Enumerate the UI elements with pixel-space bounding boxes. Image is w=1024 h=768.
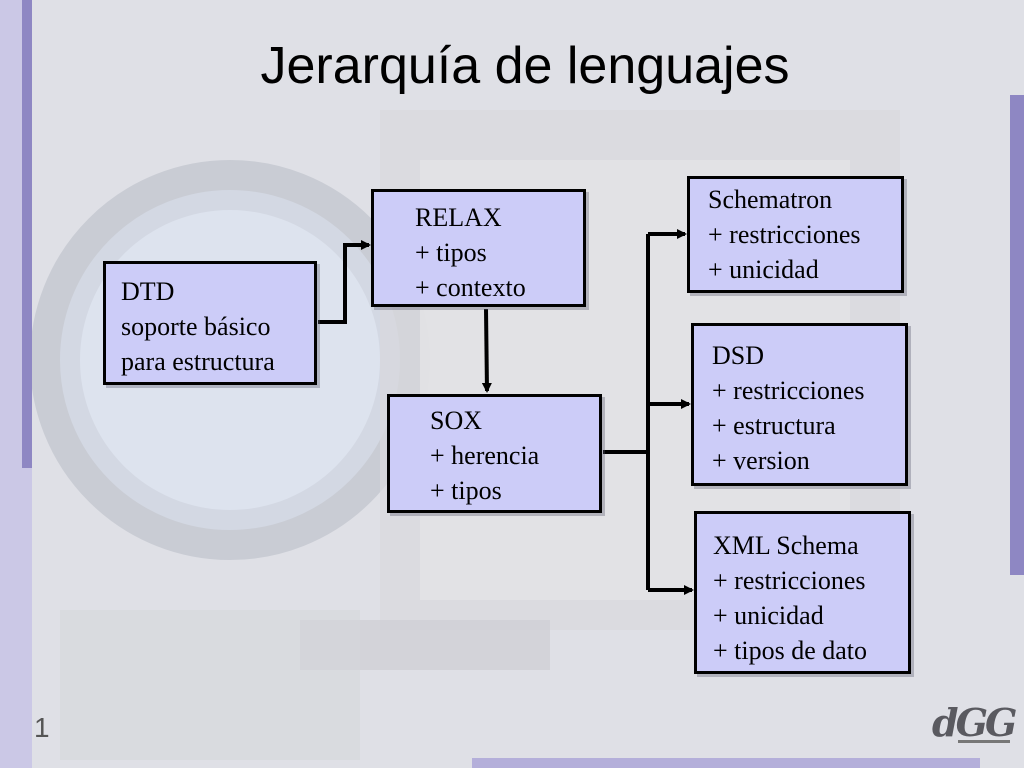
node-schematron-line: + unicidad [708,255,819,284]
node-dsd-line: DSD [712,341,765,370]
node-dtd-line: DTD [121,277,175,306]
node-relax-line: + tipos [415,238,487,267]
node-dtd: DTD soporte básico para estructura [103,261,317,385]
node-relax-line: RELAX [415,203,502,232]
node-sox-line: + tipos [430,476,502,505]
logo-underline [958,740,1010,743]
left-accent-bar-dark [22,0,32,468]
node-xml-schema-line: + restricciones [713,566,866,595]
node-dsd-line: + restricciones [712,376,865,405]
edge-dtd-relax [318,240,371,324]
slide-title: Jerarquía de lenguajes [260,37,790,95]
node-relax-line: + contexto [415,273,526,302]
dgg-logo: dGG [930,700,1018,750]
node-sox: SOX + herencia + tipos [387,394,602,513]
node-xml-schema-line: + unicidad [713,601,824,630]
node-xml-schema-line: + tipos de dato [713,636,868,665]
node-xml-schema-line: XML Schema [713,531,859,560]
node-schematron-line: + restricciones [708,220,861,249]
logo-text: dGG [932,700,1018,745]
edge-relax-sox [481,308,492,393]
node-sox-line: + herencia [430,441,540,470]
node-dsd-line: + estructura [712,411,836,440]
node-schematron: Schematron + restricciones + unicidad [687,176,904,293]
node-sox-line: SOX [430,406,483,435]
node-dtd-line: para estructura [121,347,275,376]
node-dsd: DSD + restricciones + estructura + versi… [691,323,908,486]
page-number: 1 [34,712,50,743]
right-accent-bar [1010,95,1024,575]
node-dtd-line: soporte básico [121,312,271,341]
node-dsd-line: + version [712,446,810,475]
node-relax: RELAX + tipos + contexto [371,189,586,307]
node-xml-schema: XML Schema + restricciones + unicidad + … [694,511,911,674]
node-schematron-line: Schematron [708,185,833,214]
bottom-accent-bar [472,758,980,768]
